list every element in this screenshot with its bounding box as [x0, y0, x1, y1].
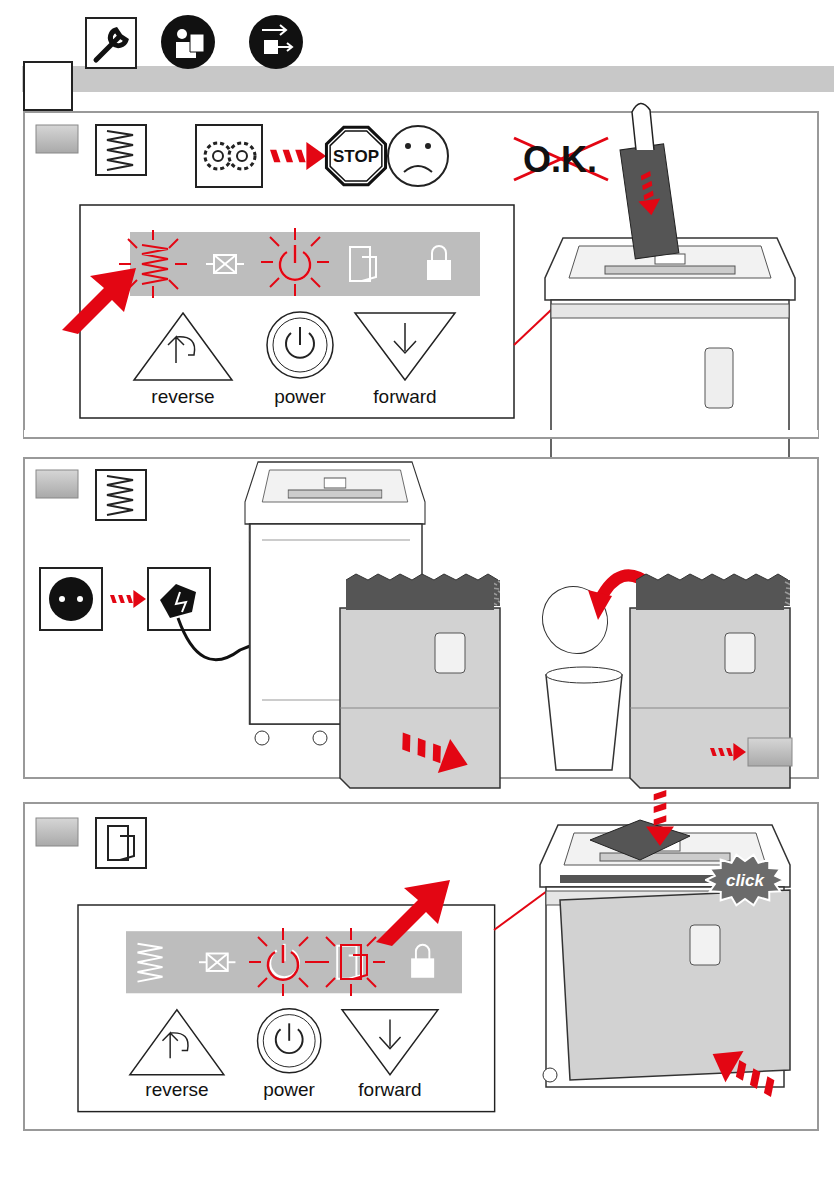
stop-sign: STOP — [322, 123, 390, 189]
click-burst: click — [705, 853, 785, 907]
node-text: click — [705, 853, 785, 907]
button-label: power — [274, 387, 326, 406]
button-label: reverse — [145, 1080, 208, 1099]
burst-outline — [706, 855, 784, 906]
octagon-outline — [326, 127, 385, 184]
button-label: reverse — [151, 387, 214, 406]
button-label: forward — [373, 387, 436, 406]
button-label: forward — [358, 1080, 421, 1099]
button-label: power — [263, 1080, 315, 1099]
octagon-inner — [330, 131, 382, 181]
ok-label: O.K. — [523, 142, 597, 178]
node-text: STOP — [322, 123, 390, 189]
